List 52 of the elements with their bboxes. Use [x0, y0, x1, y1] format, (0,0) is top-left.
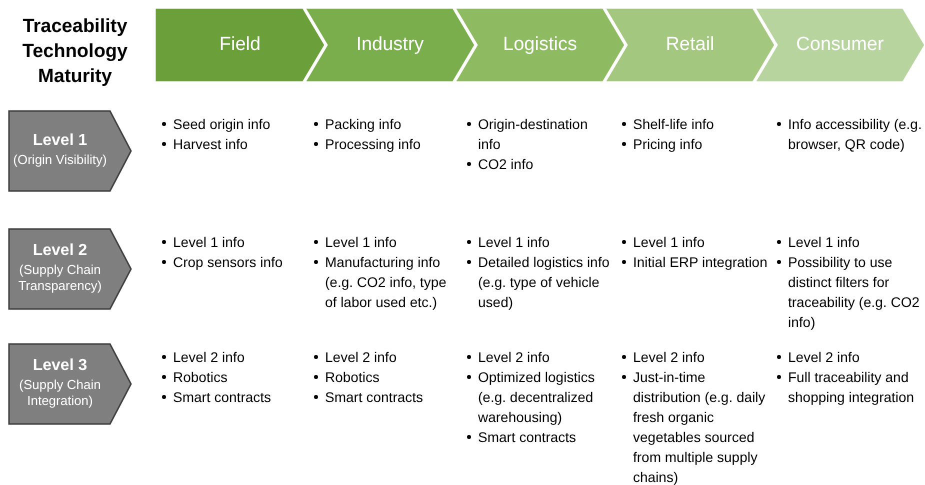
bullet-text: Seed origin info	[173, 115, 272, 134]
stage-band	[305, 8, 475, 82]
stage-label: Logistics	[502, 33, 578, 57]
bullet-text: Pricing info	[633, 135, 704, 154]
bullet-text: Robotics	[325, 368, 380, 387]
bullet-text: Level 2 info	[478, 348, 551, 367]
bullet-text: Level 2 info	[633, 348, 706, 367]
level-pentagon	[8, 228, 132, 310]
stage-band	[455, 8, 625, 82]
bullet-text: Possibility to use distinct filters for traceability (e.g. CO2 info)	[788, 253, 920, 332]
level-subtitle: (Origin Visibility)	[12, 152, 108, 168]
bullet-text: Optimized logistics (e.g. decentralized warehousing)	[478, 368, 596, 427]
bullet-text: Smart contracts	[173, 388, 272, 407]
level-pentagon	[8, 343, 132, 425]
level-subtitle: (Supply Chain Transparency)	[17, 262, 103, 294]
bullet-text: Level 1 info	[478, 233, 551, 252]
bullet-text: Initial ERP integration	[633, 253, 768, 272]
bullet-text: Robotics	[173, 368, 228, 387]
bullet-text: CO2 info	[478, 155, 534, 174]
stage-band	[155, 8, 325, 82]
bullet-text: Level 1 info	[173, 233, 246, 252]
stage-band	[755, 8, 925, 82]
bullet-text: Smart contracts	[478, 428, 578, 447]
bullet-text: Harvest info	[173, 135, 249, 154]
bullet-text: Level 2 info	[788, 348, 861, 367]
level-pentagon	[8, 110, 132, 192]
stage-label: Industry	[355, 33, 425, 57]
bullet-text: Manufacturing info (e.g. CO2 info, type of labor used etc.)	[325, 253, 448, 312]
level-subtitle: (Supply Chain Integration)	[18, 377, 102, 409]
level-heading: Level 2	[32, 242, 88, 260]
level-heading: Level 1	[32, 132, 88, 150]
stage-label: Consumer	[795, 33, 885, 57]
stage-label: Retail	[664, 33, 716, 57]
bullet-text: Processing info	[325, 135, 422, 154]
level-heading: Level 3	[32, 357, 88, 375]
bullet-text: Smart contracts	[325, 388, 424, 407]
bullet-text: Crop sensors info	[173, 253, 284, 272]
bullet-text: Level 1 info	[633, 233, 706, 252]
bullet-text: Just-in-time distribution (e.g. daily fresh organic vegetables sourced from multiple supply chains)	[633, 368, 766, 485]
bullet-text: Full traceability and shopping integration	[788, 368, 916, 407]
stage-label: Field	[218, 33, 262, 57]
bullet-text: Level 1 info	[325, 233, 398, 252]
bullet-text: Level 1 info	[788, 233, 861, 252]
bullet-text: Origin-destination info	[478, 115, 589, 154]
bullet-text: Info accessibility (e.g. browser, QR code)	[788, 115, 923, 154]
bullet-text: Shelf-life info	[633, 115, 715, 134]
bullet-text: Packing info	[325, 115, 402, 134]
bullet-text: Level 2 info	[173, 348, 246, 367]
bullet-text: Detailed logistics info (e.g. type of vehicle used)	[478, 253, 611, 312]
table-title: Traceability Technology Maturity	[21, 15, 129, 89]
bullet-text: Level 2 info	[325, 348, 398, 367]
stage-band	[605, 8, 775, 82]
